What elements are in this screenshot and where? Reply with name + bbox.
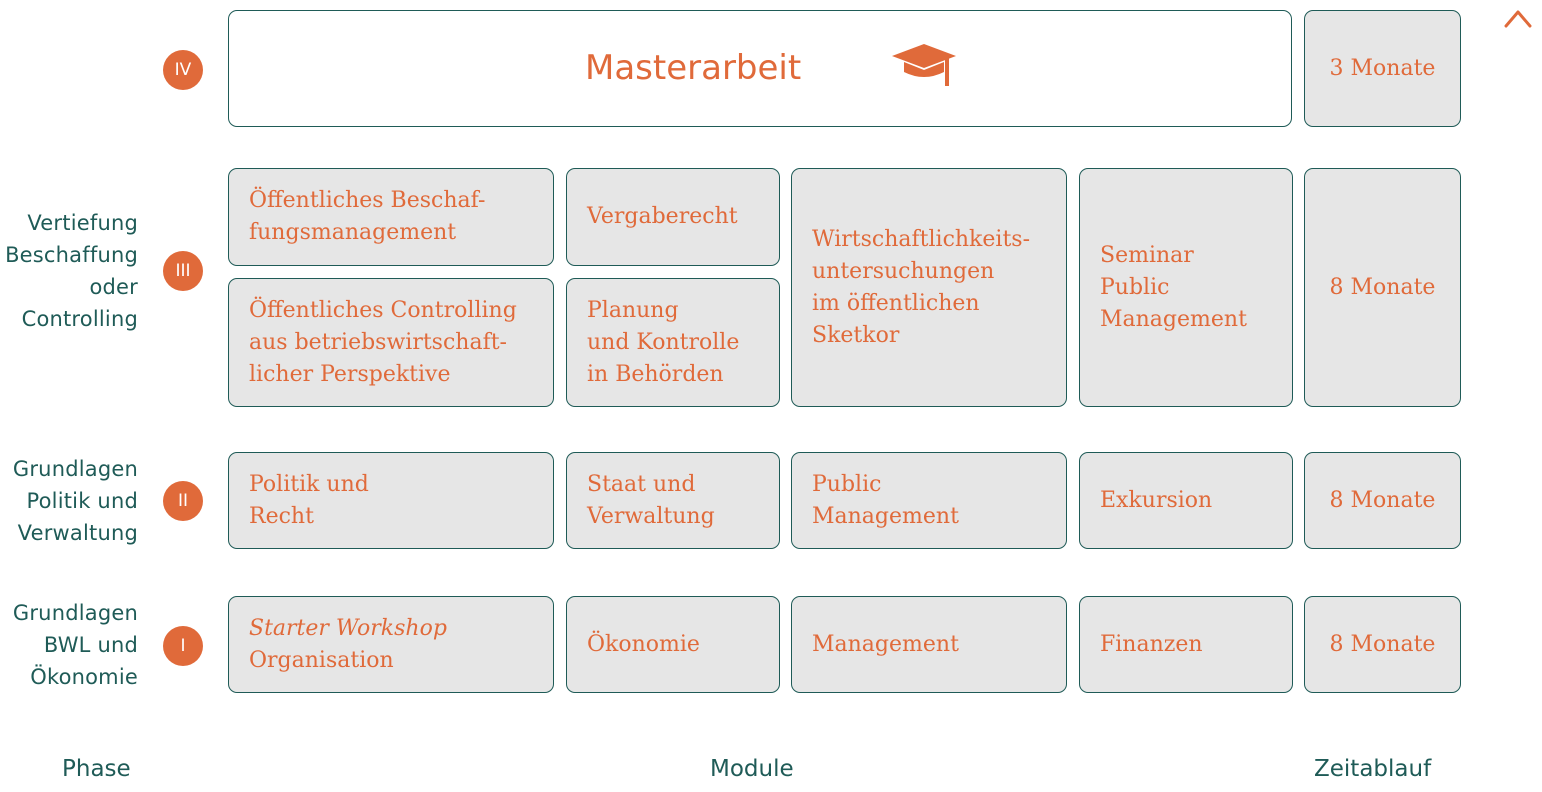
module-line: Vergaberecht — [587, 204, 738, 229]
phase-label-line: Vertiefung — [27, 211, 138, 235]
module-line: aus betriebswirtschaft- — [249, 329, 507, 355]
footer-phase-label: Phase — [62, 756, 131, 782]
duration-box-iv: 3 Monate — [1304, 10, 1461, 127]
duration-box-iii: 8 Monate — [1304, 168, 1461, 407]
module-planung-kontrolle: Planung und Kontrolle in Behörden — [566, 278, 780, 407]
module-line: Management — [812, 631, 959, 657]
module-line: und Kontrolle — [587, 329, 740, 355]
duration-label: 8 Monate — [1329, 631, 1436, 657]
module-starter-workshop: Starter Workshop Organisation — [228, 596, 554, 693]
module-line: Verwaltung — [587, 503, 715, 529]
module-line: Wirtschaftlichkeits- — [812, 226, 1031, 252]
module-oekonomie: Ökonomie — [566, 596, 780, 693]
phase-label-iii: Vertiefung Beschaffung oder Controlling — [5, 207, 138, 335]
graduation-cap-icon — [892, 44, 956, 86]
footer-timeline-label: Zeitablauf — [1314, 756, 1432, 782]
module-line: im öffentlichen — [812, 290, 980, 316]
duration-label: 8 Monate — [1329, 487, 1436, 513]
module-exkursion: Exkursion — [1079, 452, 1293, 549]
module-line: Exkursion — [1100, 487, 1213, 513]
masterarbeit-title: Masterarbeit — [585, 48, 802, 88]
phase-label-line: Controlling — [21, 307, 138, 331]
phase-label-line: oder — [89, 275, 138, 299]
module-seminar-public-management: Seminar Public Management — [1079, 168, 1293, 407]
module-line: Public — [812, 471, 882, 497]
phase-label-line: BWL und — [43, 633, 138, 657]
module-line: Sketkor — [812, 322, 900, 348]
module-line: Starter Workshop — [249, 615, 447, 641]
module-line: Seminar — [1100, 242, 1194, 268]
phase-label-line: Beschaffung — [5, 243, 138, 267]
phase-numeral-i: I — [163, 626, 203, 666]
masterarbeit-box — [228, 10, 1292, 127]
phase-label-line: Grundlagen — [12, 601, 138, 625]
module-staat-verwaltung: Staat und Verwaltung — [566, 452, 780, 549]
duration-label: 3 Monate — [1329, 55, 1436, 81]
module-line: fungsmanagement — [249, 220, 457, 245]
module-line: Ökonomie — [587, 631, 700, 657]
module-vergaberecht: Vergaberecht — [566, 168, 780, 266]
module-line: Finanzen — [1100, 631, 1203, 657]
module-finanzen: Finanzen — [1079, 596, 1293, 693]
duration-box-i: 8 Monate — [1304, 596, 1461, 693]
phase-numeral-iii: III — [163, 251, 203, 291]
phase-label-line: Ökonomie — [30, 665, 138, 689]
module-line: Management — [812, 503, 959, 529]
module-line: Planung — [587, 297, 679, 323]
timeline-arrow-icon — [1504, 10, 1532, 694]
phase-label-line: Verwaltung — [17, 521, 138, 545]
module-politik-recht: Politik und Recht — [228, 452, 554, 549]
module-controlling: Öffentliches Controlling aus betriebswir… — [228, 278, 554, 407]
phase-numeral-iv: IV — [163, 50, 203, 90]
module-line: in Behörden — [587, 361, 724, 387]
module-line: Recht — [249, 503, 314, 529]
module-public-management: Public Management — [791, 452, 1067, 549]
module-line: licher Perspektive — [249, 361, 451, 387]
phase-label-line: Grundlagen — [12, 457, 138, 481]
phase-numeral-ii: II — [163, 481, 203, 521]
module-line: Organisation — [249, 647, 394, 673]
module-line: untersuchungen — [812, 258, 995, 284]
module-wirtschaftlichkeitsuntersuchungen: Wirtschaftlichkeits- untersuchungen im ö… — [791, 168, 1067, 407]
module-line: Politik und — [249, 471, 369, 497]
module-line: Management — [1100, 306, 1247, 332]
duration-box-ii: 8 Monate — [1304, 452, 1461, 549]
phase-label-ii: Grundlagen Politik und Verwaltung — [13, 453, 138, 549]
module-line: Öffentliches Controlling — [249, 297, 517, 323]
footer-module-label: Module — [710, 756, 794, 782]
module-management: Management — [791, 596, 1067, 693]
phase-label-line: Politik und — [26, 489, 138, 513]
module-line: Öffentliches Beschaf- — [249, 188, 486, 213]
phase-label-i: Grundlagen BWL und Ökonomie — [13, 597, 138, 693]
duration-label: 8 Monate — [1329, 274, 1436, 300]
module-beschaffungsmanagement: Öffentliches Beschaf- fungsmanagement — [228, 168, 554, 266]
module-line: Public — [1100, 274, 1170, 300]
module-line: Staat und — [587, 471, 696, 497]
